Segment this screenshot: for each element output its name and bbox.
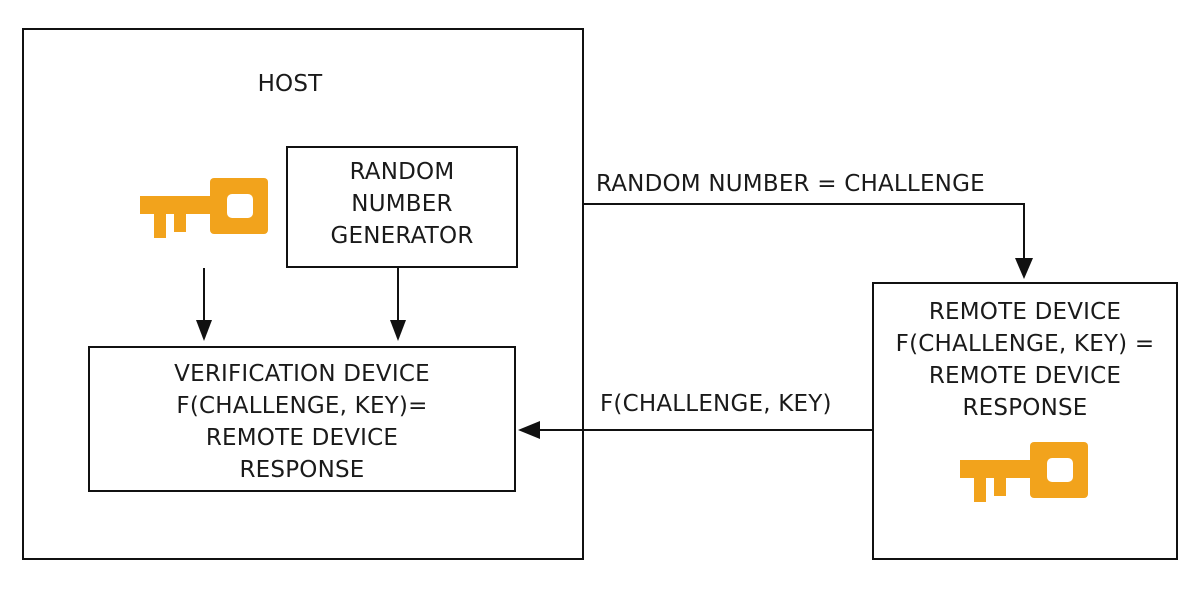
- random-number-generator-box: [286, 146, 518, 268]
- remote-device-box: [872, 282, 1178, 560]
- remote-line-3: REMOTE DEVICE: [928, 363, 1122, 389]
- remote-line-4: RESPONSE: [962, 395, 1088, 421]
- verification-device-label: VERIFICATION DEVICE F(CHALLENGE, KEY)= R…: [88, 358, 516, 486]
- verification-line-2: F(CHALLENGE, KEY)=: [176, 393, 428, 419]
- challenge-arrow: [584, 203, 1033, 279]
- random-number-generator-label: RANDOM NUMBER GENERATOR: [286, 156, 518, 252]
- rng-line-3: GENERATOR: [330, 223, 474, 249]
- verification-line-4: RESPONSE: [239, 457, 365, 483]
- rng-line-2: NUMBER: [351, 191, 453, 217]
- host-title: HOST: [257, 71, 323, 97]
- remote-key-icon: [960, 440, 1090, 504]
- response-arrow-label: F(CHALLENGE, KEY): [600, 391, 832, 417]
- verification-device-box: [88, 346, 516, 492]
- host-key-icon: [140, 176, 270, 240]
- remote-device-label: REMOTE DEVICE F(CHALLENGE, KEY) = REMOTE…: [872, 296, 1178, 424]
- remote-line-2: F(CHALLENGE, KEY) =: [895, 331, 1155, 357]
- challenge-arrow-label: RANDOM NUMBER = CHALLENGE: [596, 171, 985, 197]
- verification-line-3: REMOTE DEVICE: [205, 425, 399, 451]
- verification-line-1: VERIFICATION DEVICE: [174, 361, 430, 387]
- rng-line-1: RANDOM: [349, 159, 455, 185]
- remote-line-1: REMOTE DEVICE: [928, 299, 1122, 325]
